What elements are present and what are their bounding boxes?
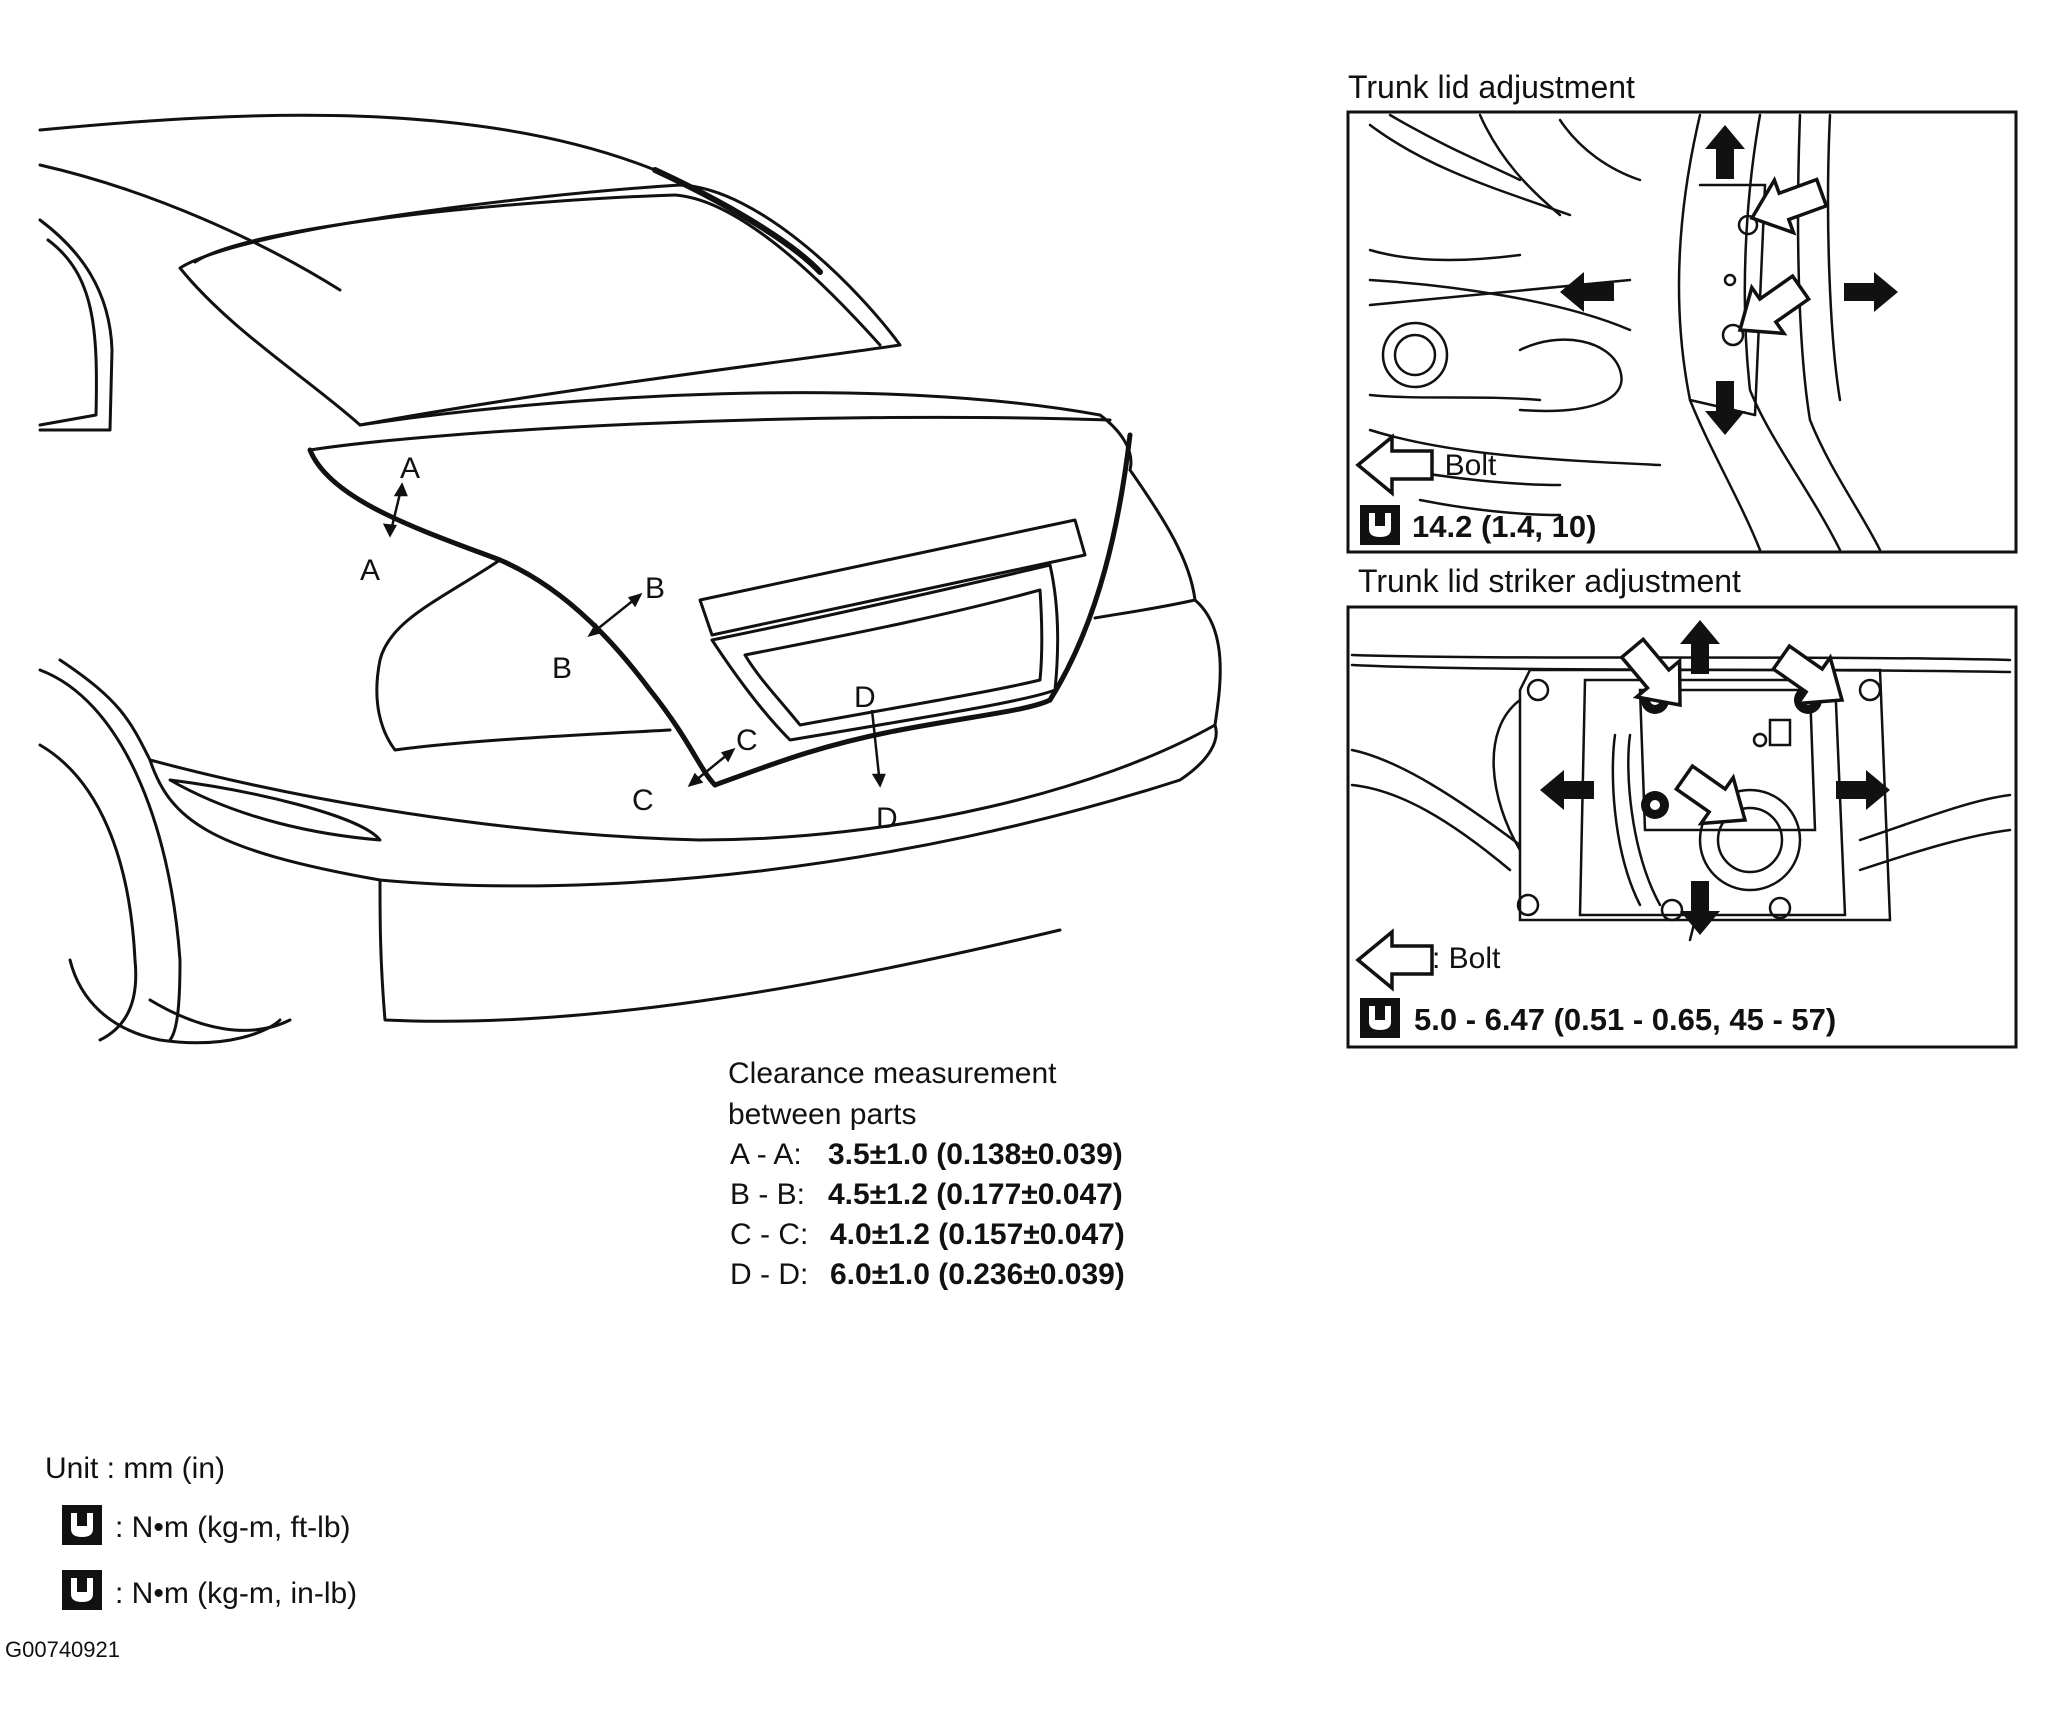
clearance-pair-c: C - C:: [730, 1218, 808, 1251]
gap-labels: A A B B C C D D: [360, 452, 898, 835]
gap-markers: [382, 482, 886, 788]
gap-label-d-bottom: D: [876, 802, 898, 835]
rear-side-window: [38, 218, 114, 432]
clearance-pair-b: B - B:: [730, 1178, 805, 1211]
trunk-garnish: [698, 518, 1087, 637]
gap-label-a-bottom: A: [360, 554, 380, 587]
rear-bumper: [58, 658, 1217, 842]
clearance-pair-a: A - A:: [730, 1138, 802, 1171]
clearance-caption-line2: between parts: [728, 1098, 916, 1131]
clearance-value-d: 6.0±1.0 (0.236±0.039): [830, 1258, 1125, 1291]
car-rear-illustration: [38, 113, 1222, 1045]
clearance-value-b: 4.5±1.2 (0.177±0.047): [828, 1178, 1123, 1211]
bumper-molding: [168, 778, 382, 842]
gap-label-c-top: C: [736, 724, 758, 757]
wrench-ft-lb-icon: [1360, 505, 1400, 545]
striker-bolt-label: : Bolt: [1432, 942, 1501, 975]
trunk-lid-bolt-label: : Bolt: [1428, 449, 1497, 482]
license-plate-recess: [710, 563, 1060, 742]
wrench-ft-lb-legend-icon: [62, 1505, 102, 1545]
legend-in-lb: : N•m (kg-m, in-lb): [115, 1577, 357, 1610]
rear-windshield: [178, 183, 902, 427]
unit-label: Unit : mm (in): [45, 1452, 225, 1485]
clearance-caption-line1: Clearance measurement: [728, 1057, 1057, 1090]
striker-panel: [1346, 605, 2018, 1049]
roof-outline: [38, 113, 657, 172]
wrench-in-lb-icon: [1360, 998, 1400, 1038]
wrench-in-lb-legend-icon: [62, 1570, 102, 1610]
unit-legend: Unit : mm (in) : N•m (kg-m, ft-lb) : N•m…: [5, 1452, 357, 1662]
figure-code: G00740921: [5, 1637, 120, 1662]
clearance-pair-d: D - D:: [730, 1258, 808, 1291]
clearance-value-a: 3.5±1.0 (0.138±0.039): [828, 1138, 1123, 1171]
trunk-lid-panel: [1346, 110, 2018, 554]
rear-wheel-arch: [38, 668, 182, 1042]
gap-label-c-bottom: C: [632, 784, 654, 817]
gap-label-b-top: B: [645, 572, 665, 605]
striker-torque: 5.0 - 6.47 (0.51 - 0.65, 45 - 57): [1414, 1002, 1836, 1037]
gap-label-a-top: A: [400, 452, 420, 485]
clearance-value-c: 4.0±1.2 (0.157±0.047): [830, 1218, 1125, 1251]
gap-label-d-top: D: [854, 681, 876, 714]
gap-label-b-bottom: B: [552, 652, 572, 685]
striker-panel-title: Trunk lid striker adjustment: [1358, 563, 1741, 599]
trunk-lid-panel-title: Trunk lid adjustment: [1348, 69, 1635, 105]
trunk-lid-torque: 14.2 (1.4, 10): [1412, 509, 1596, 544]
clearance-table: Clearance measurement between parts A - …: [728, 1057, 1125, 1291]
legend-ft-lb: : N•m (kg-m, ft-lb): [115, 1511, 351, 1544]
